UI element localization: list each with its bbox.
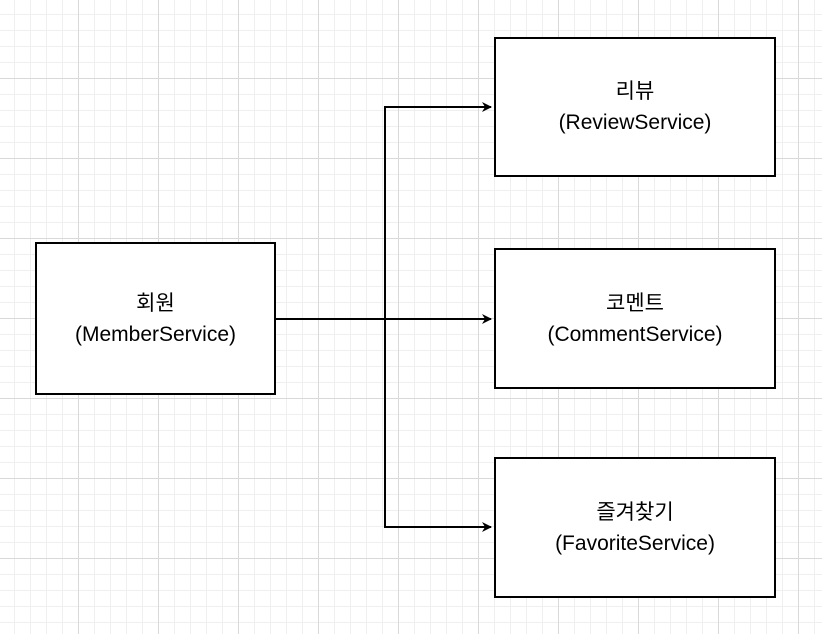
review-node-label: 리뷰 bbox=[615, 79, 655, 103]
favorite-service-node[interactable]: 즐겨찾기 (FavoriteService) bbox=[494, 457, 776, 598]
review-service-node[interactable]: 리뷰 (ReviewService) bbox=[494, 37, 776, 177]
member-node-label: 회원 bbox=[136, 290, 175, 315]
favorite-node-service: (FavoriteService) bbox=[555, 531, 715, 555]
edge-member-to-review bbox=[276, 102, 492, 320]
edge-member-to-favorite bbox=[276, 318, 492, 532]
comment-node-label: 코멘트 bbox=[606, 290, 664, 315]
member-service-node[interactable]: 회원 (MemberService) bbox=[35, 242, 276, 395]
comment-node-service: (CommentService) bbox=[547, 322, 723, 346]
member-node-service: (MemberService) bbox=[74, 322, 237, 346]
review-node-service: (ReviewService) bbox=[558, 111, 712, 134]
favorite-node-label: 즐겨찾기 bbox=[596, 499, 674, 524]
comment-service-node[interactable]: 코멘트 (CommentService) bbox=[494, 248, 776, 389]
